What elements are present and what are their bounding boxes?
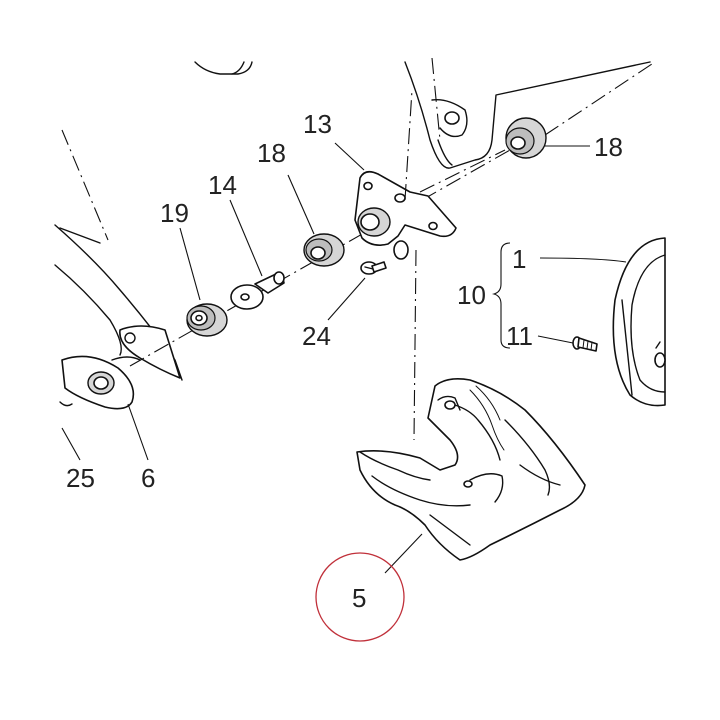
callout-18-right: 18 <box>594 132 623 162</box>
part-18-right-grommet <box>505 117 547 159</box>
part-5-guard <box>356 378 586 561</box>
swingarm-frame <box>54 129 183 381</box>
leader-18-left <box>287 174 315 235</box>
part-11-bolt <box>572 336 598 352</box>
callout-6: 6 <box>141 463 155 493</box>
callout-11: 11 <box>506 321 533 351</box>
part-19-bushing <box>186 303 228 337</box>
part-14-collar <box>230 271 285 310</box>
leader-14 <box>229 199 263 277</box>
leader-19 <box>179 227 201 301</box>
leader-13 <box>334 142 365 171</box>
callout-18-left: 18 <box>257 138 286 168</box>
part-6-bracket <box>59 355 141 410</box>
leader-25 <box>61 427 81 461</box>
leader-1 <box>539 257 627 263</box>
highlight-circle <box>315 552 405 642</box>
part-24-screw <box>360 261 387 275</box>
callout-5: 5 <box>352 583 366 613</box>
callout-25: 25 <box>66 463 95 493</box>
upper-frame-fragment <box>194 61 253 75</box>
leader-24 <box>327 277 366 321</box>
part-1-wheel-disc <box>612 237 666 407</box>
leader-11 <box>537 335 574 344</box>
group-10-brace <box>492 242 511 349</box>
callout-13: 13 <box>303 109 332 139</box>
callout-19: 19 <box>160 198 189 228</box>
axis-to-right-18 <box>419 149 506 193</box>
upper-right-frame <box>404 57 656 169</box>
part-13-bracket <box>354 89 457 441</box>
callout-14: 14 <box>208 170 237 200</box>
leader-6 <box>127 403 149 461</box>
leader-5 <box>384 533 423 574</box>
leader-lines <box>61 142 627 574</box>
callout-24: 24 <box>302 321 331 351</box>
callout-1: 1 <box>512 244 526 274</box>
callout-10: 10 <box>457 280 486 310</box>
part-18-left-grommet <box>303 233 345 267</box>
